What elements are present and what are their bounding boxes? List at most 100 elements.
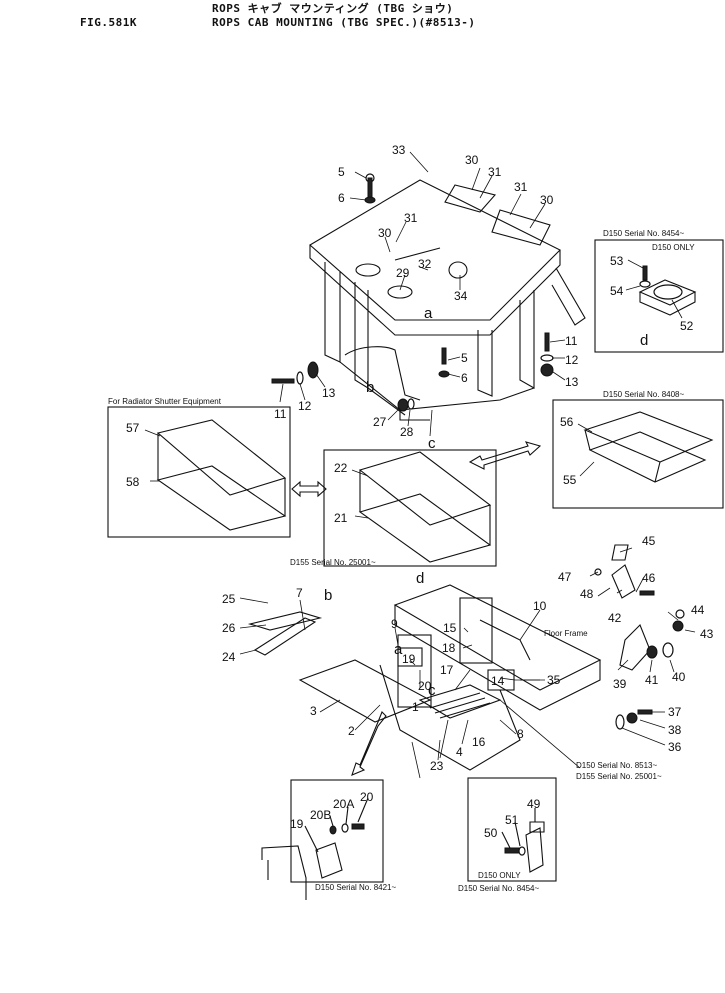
callout-6-mid: 6: [461, 371, 468, 385]
callout-13-left: 13: [322, 386, 336, 400]
callout-30-b: 30: [540, 193, 554, 207]
callout-31-b: 31: [514, 180, 528, 194]
floor-frame: [247, 584, 602, 771]
callout-box-19: [397, 647, 423, 667]
caption-d150-8454-top: D150 Serial No. 8454~: [603, 229, 684, 238]
inset-d150-only-bottom: D150 ONLY D150 Serial No. 8454~: [458, 777, 557, 893]
callout-50: 50: [484, 826, 498, 840]
callout-28: 28: [400, 425, 414, 439]
callout-31-a: 31: [488, 165, 502, 179]
leader-lines: [144, 151, 696, 779]
callout-48: 48: [580, 587, 594, 601]
callout-21: 21: [334, 511, 348, 525]
ref-letter-c-top: c: [428, 435, 436, 452]
callout-38: 38: [668, 723, 682, 737]
inset-d150-8408: D150 Serial No. 8408~: [552, 390, 724, 509]
ref-letter-c-floor: c: [428, 682, 436, 699]
callout-58: 58: [126, 475, 140, 489]
mounting-hardware-right: [438, 332, 554, 378]
callout-54: 54: [610, 284, 624, 298]
caption-d150-8421: D150 Serial No. 8421~: [315, 883, 396, 892]
callout-19-inset: 19: [290, 817, 304, 831]
callout-31-c: 31: [404, 211, 418, 225]
callout-26: 26: [222, 621, 236, 635]
callout-11-left: 11: [274, 407, 287, 421]
callout-49: 49: [527, 797, 541, 811]
callout-box-14: [487, 669, 515, 691]
caption-radiator-shutter: For Radiator Shutter Equipment: [108, 397, 222, 406]
callout-5-mid: 5: [461, 351, 468, 365]
callout-6-top: 6: [338, 191, 345, 205]
callout-12-left: 12: [298, 399, 312, 413]
caption-d150-8513: D150 Serial No. 8513~: [576, 761, 657, 770]
ref-letter-a-top: a: [424, 305, 433, 322]
caption-d155-25001-top: D155 Serial No. 25001~: [290, 558, 376, 567]
callout-13-right: 13: [565, 375, 579, 389]
callout-30-a: 30: [465, 153, 479, 167]
ref-letter-d-floor: d: [416, 570, 424, 587]
bracket-hardware: [594, 544, 685, 730]
ref-letter-a-floor: a: [394, 641, 403, 658]
part-callouts: 1 2 3 4 5 5 6 6 7 8 9 10 11 11 12 12 13 …: [126, 143, 714, 840]
inset-floor-plates: [323, 449, 497, 567]
caption-d150-only-top: D150 ONLY: [652, 243, 695, 252]
callout-20-inset: 20: [360, 790, 374, 804]
ref-letter-b-top: b: [366, 379, 374, 396]
callout-37: 37: [668, 705, 682, 719]
caption-d150-only-bottom: D150 ONLY: [478, 871, 521, 880]
callout-51: 51: [505, 813, 519, 827]
callout-7: 7: [296, 586, 303, 600]
callout-5-top: 5: [338, 165, 345, 179]
rops-cab: [309, 179, 586, 421]
callout-20a: 20A: [333, 797, 354, 811]
callout-22: 22: [334, 461, 348, 475]
callout-42: 42: [608, 611, 622, 625]
caption-floor-frame: Floor Frame: [544, 629, 588, 638]
callout-52: 52: [680, 319, 694, 333]
caption-d150-8408: D150 Serial No. 8408~: [603, 390, 684, 399]
callout-19-main: 19: [402, 652, 416, 666]
callout-10: 10: [533, 599, 547, 613]
callout-15: 15: [443, 621, 457, 635]
callout-11-right: 11: [565, 334, 578, 348]
callout-3: 3: [310, 704, 317, 718]
callout-2: 2: [348, 724, 355, 738]
ref-letter-d-inset: d: [640, 332, 648, 349]
callout-27: 27: [373, 415, 387, 429]
caption-d150-8454-bottom: D150 Serial No. 8454~: [458, 884, 539, 893]
callout-4: 4: [456, 745, 463, 759]
figure-number: FIG.581K: [80, 16, 137, 29]
callout-35: 35: [547, 673, 561, 687]
callout-44: 44: [691, 603, 705, 617]
caption-d155-25001-bottom: D155 Serial No. 25001~: [576, 772, 662, 781]
callout-39: 39: [613, 677, 627, 691]
mounting-hardware-left: [271, 173, 415, 412]
callout-8: 8: [517, 727, 524, 741]
callout-17: 17: [440, 663, 454, 677]
callout-53: 53: [610, 254, 624, 268]
callout-30-c: 30: [378, 226, 392, 240]
callout-1: 1: [412, 700, 419, 714]
callout-16: 16: [472, 735, 486, 749]
callout-46: 46: [642, 571, 656, 585]
callout-23: 23: [430, 759, 444, 773]
callout-9: 9: [391, 617, 398, 631]
callout-45: 45: [642, 534, 656, 548]
callout-14: 14: [491, 674, 505, 688]
callout-32: 32: [418, 257, 432, 271]
callout-12-right: 12: [565, 353, 579, 367]
callout-36: 36: [668, 740, 682, 754]
callout-40: 40: [672, 670, 686, 684]
callout-43: 43: [700, 627, 714, 641]
callout-55: 55: [563, 473, 577, 487]
callout-34: 34: [454, 289, 468, 303]
transfer-arrows: [291, 441, 542, 776]
callout-47: 47: [558, 570, 572, 584]
inset-d150-8421: D150 Serial No. 8421~: [261, 779, 396, 900]
inset-radiator-shutter: For Radiator Shutter Equipment: [107, 397, 291, 538]
callout-57: 57: [126, 421, 140, 435]
ref-letter-b-floor: b: [324, 587, 332, 604]
callout-56: 56: [560, 415, 574, 429]
callout-18: 18: [442, 641, 456, 655]
